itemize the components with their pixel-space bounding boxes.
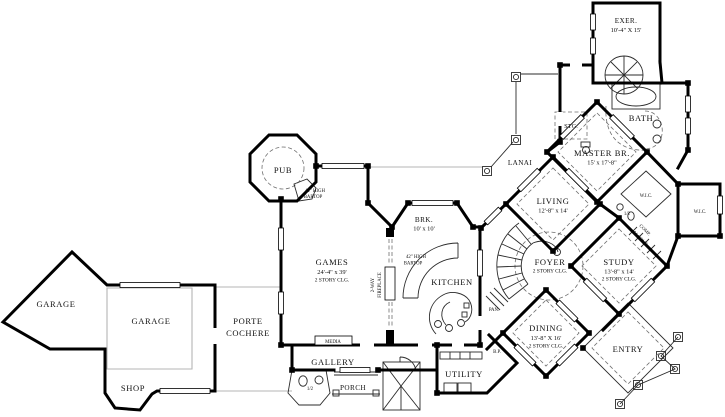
label-games: GAMES [316,257,349,267]
label-pantry: PAN. [489,308,499,313]
label-master: MASTER BR. [574,148,630,158]
label-gallery: GALLERY [311,357,354,367]
label-dining-dims: 13'-8" X 16' [531,335,562,342]
label-utility: UTILITY [445,369,483,379]
label-lanai: LANAI [508,159,533,167]
label-study-clg: 2 STORY CLG. [602,277,637,283]
label-breakfast: BRK. [415,216,433,224]
lanai-column [511,72,521,82]
labels-layer: GARAGE GARAGE SHOP PORTE COCHERE GALLERY… [36,17,706,393]
label-wic-inner: W.I.C. [640,194,652,199]
label-kitchen-bartop-2: BARTOP [404,262,423,267]
label-living: LIVING [537,196,570,206]
label-butlers-pantry: B.P. [493,350,501,355]
lanai-column [482,166,492,176]
label-porte-cochere-2: COCHERE [226,328,270,338]
pub-walls [248,133,318,203]
label-porte-cochere-1: PORTE [233,316,262,326]
study-wic-wall [665,234,680,268]
label-garage-left: GARAGE [36,299,75,309]
label-foyer-clg: 2 STORY CLG. [533,269,568,275]
utility-walls [435,332,520,395]
label-exercise: EXER. [615,17,638,25]
label-games-clg: 2 STORY CLG. [315,278,350,284]
label-exercise-dims: 10'-4" X 15' [611,27,642,34]
label-fireplace-1: 2-WAY [371,277,376,292]
media-niche [314,335,353,346]
label-storage: STG. [564,123,578,130]
breakfast-bay-walls [389,201,483,230]
label-media: MEDIA [325,340,341,345]
label-master-dims: 15' x 17'-8" [587,160,617,167]
label-pub-bartop-2: BARTOP [304,195,323,200]
games-north-wall [314,164,395,230]
lanai-column [511,135,521,145]
label-kitchen: KITCHEN [431,277,473,287]
label-dining: DINING [529,323,563,333]
label-pub-bartop-1: 42" HIGH [305,189,325,194]
label-kitchen-bartop-1: 42" HIGH [406,255,426,260]
label-garage-main: GARAGE [131,316,170,326]
gallery-south-wall [290,343,439,372]
label-bath: BATH [629,113,654,123]
label-living-dims: 12'-8" x 14' [538,208,567,215]
master-wic-wall [644,149,681,187]
label-pub: PUB [274,165,292,175]
openings-layer [212,62,582,349]
label-entry: ENTRY [613,344,644,354]
windows-layer [119,13,723,394]
label-study: STUDY [603,257,634,267]
bath-walls [606,81,690,171]
label-porch: PORCH [340,384,366,392]
stair-walls [591,60,664,85]
label-half-bath-gallery: 1/2 [307,387,314,392]
corner-posts-layer [278,62,723,396]
label-fireplace-2: FIREPLACE [378,272,383,298]
label-breakfast-dims: 10' x 10' [413,226,434,233]
label-half-bath-master: 1/2 [624,212,631,217]
label-foyer: FOYER [535,257,566,267]
label-wic-outer: W.I.C. [694,210,706,215]
outdoor-layer [287,72,683,411]
label-study-dims: 13'-8" x 14' [604,269,633,276]
living-study-wall [597,201,622,221]
label-games-dims: 24'-4" x 39' [317,269,346,276]
roof-lines-layer [106,166,483,392]
label-dining-clg: 2 STORY CLG. [529,344,564,350]
label-shop: SHOP [121,383,145,393]
garage-walls [0,249,217,412]
